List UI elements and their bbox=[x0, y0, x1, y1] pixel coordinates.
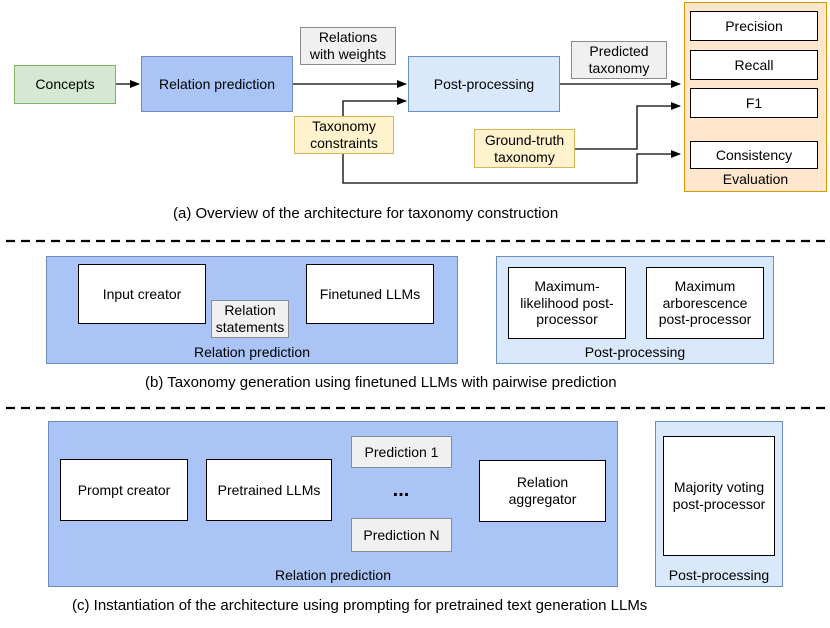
caption-c: (c) Instantiation of the architecture us… bbox=[72, 597, 648, 614]
concepts-node: Concepts bbox=[14, 65, 116, 104]
recall-metric: Recall bbox=[690, 50, 818, 80]
relation-prediction-node: Relation prediction bbox=[141, 56, 293, 112]
post-processing-label: Post-processing bbox=[433, 75, 535, 92]
prediction-1-node: Prediction 1 bbox=[351, 436, 452, 468]
arrow-groundtruth-to-evaluation bbox=[575, 102, 681, 150]
input-creator-label: Input creator bbox=[102, 285, 182, 302]
arrow-constraints-to-postproc bbox=[342, 97, 407, 116]
prediction-ellipsis: ... bbox=[392, 479, 410, 501]
input-creator-node: Input creator bbox=[78, 264, 206, 324]
consistency-label: Consistency bbox=[715, 146, 793, 163]
ground-truth-taxonomy-node: Ground-truth taxonomy bbox=[474, 129, 575, 168]
caption-a: (a) Overview of the architecture for tax… bbox=[173, 205, 559, 222]
post-processing-panel-b-label: Post-processing bbox=[584, 344, 686, 360]
prediction-n-label: Prediction N bbox=[363, 526, 440, 543]
consistency-metric: Consistency bbox=[690, 141, 818, 169]
arrow-constraints-to-consistency bbox=[342, 150, 681, 184]
prediction-1-label: Prediction 1 bbox=[364, 443, 439, 460]
caption-b: (b) Taxonomy generation using finetuned … bbox=[145, 374, 617, 391]
precision-metric: Precision bbox=[690, 11, 818, 41]
relations-with-weights-label: Relations with weights bbox=[300, 27, 396, 65]
f1-label: F1 bbox=[745, 94, 763, 111]
prediction-n-node: Prediction N bbox=[351, 518, 452, 552]
prompt-creator-node: Prompt creator bbox=[60, 459, 188, 521]
f1-metric: F1 bbox=[690, 88, 818, 118]
max-arborescence-node: Maximum arborescence post-processor bbox=[646, 267, 764, 339]
relation-prediction-panel-b-label: Relation prediction bbox=[194, 344, 310, 360]
precision-label: Precision bbox=[725, 17, 783, 34]
predicted-taxonomy-label: Predicted taxonomy bbox=[571, 41, 667, 79]
pretrained-llms-node: Pretrained LLMs bbox=[206, 459, 332, 521]
relation-aggregator-node: Relation aggregator bbox=[479, 460, 606, 522]
post-processing-node: Post-processing bbox=[408, 56, 560, 112]
majority-voting-node: Majority voting post-processor bbox=[663, 436, 775, 556]
max-likelihood-node: Maximum- likelihood post- processor bbox=[508, 267, 626, 339]
concepts-label: Concepts bbox=[35, 76, 95, 93]
post-processing-panel-c-label: Post-processing bbox=[668, 567, 770, 583]
relation-statements-label: Relation statements bbox=[211, 300, 289, 338]
finetuned-llms-node: Finetuned LLMs bbox=[306, 264, 434, 324]
recall-label: Recall bbox=[734, 56, 774, 73]
taxonomy-constraints-node: Taxonomy constraints bbox=[294, 116, 394, 154]
relation-prediction-label: Relation prediction bbox=[159, 75, 275, 92]
evaluation-label: Evaluation bbox=[722, 171, 789, 188]
prompt-creator-label: Prompt creator bbox=[77, 481, 171, 498]
relation-prediction-panel-c-label: Relation prediction bbox=[275, 567, 391, 583]
finetuned-llms-label: Finetuned LLMs bbox=[319, 285, 421, 302]
pretrained-llms-label: Pretrained LLMs bbox=[217, 481, 321, 498]
